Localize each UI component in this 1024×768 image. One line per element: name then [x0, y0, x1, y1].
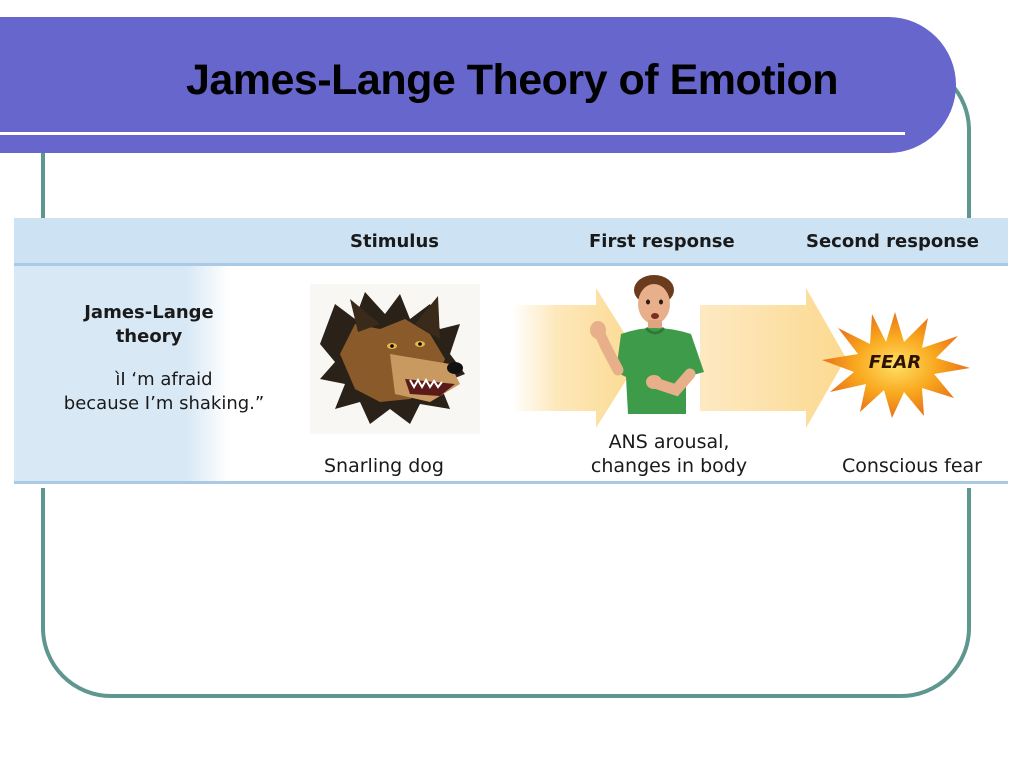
second-arrow: [700, 288, 846, 428]
theory-quote-line1: ìI ‘m afraid: [115, 369, 213, 390]
fear-burst-label: FEAR: [868, 352, 922, 373]
stimulus-caption: Snarling dog: [323, 455, 444, 477]
header-stimulus: Stimulus: [350, 231, 440, 252]
theory-name: James-Lange theory: [14, 301, 284, 349]
title-underline: [0, 132, 905, 135]
second-response-caption: Conscious fear: [842, 455, 982, 477]
theory-name-line2: theory: [115, 326, 183, 347]
figure-bottom-rule: [14, 481, 1008, 484]
first-response-caption: ANS arousal, changes in body: [574, 430, 764, 478]
title-band: [0, 17, 956, 153]
slide-title: James-Lange Theory of Emotion: [185, 56, 839, 104]
startled-person-icon: [590, 275, 704, 414]
fear-burst-icon: [822, 312, 970, 418]
header-second-response: Second response: [806, 231, 979, 252]
snarling-dog-icon: [310, 284, 480, 434]
first-arrow: [512, 288, 640, 428]
header-first-response: First response: [589, 231, 735, 252]
first-response-caption-line2: changes in body: [590, 455, 748, 477]
figure-header-bar: [14, 218, 1008, 266]
theory-name-line1: James-Lange: [84, 302, 214, 323]
first-response-caption-line1: ANS arousal,: [608, 431, 730, 453]
theory-label-panel: [14, 266, 229, 481]
theory-quote-line2: because I’m shaking.”: [63, 393, 265, 414]
theory-quote: ìI ‘m afraid because I’m shaking.”: [14, 368, 314, 416]
